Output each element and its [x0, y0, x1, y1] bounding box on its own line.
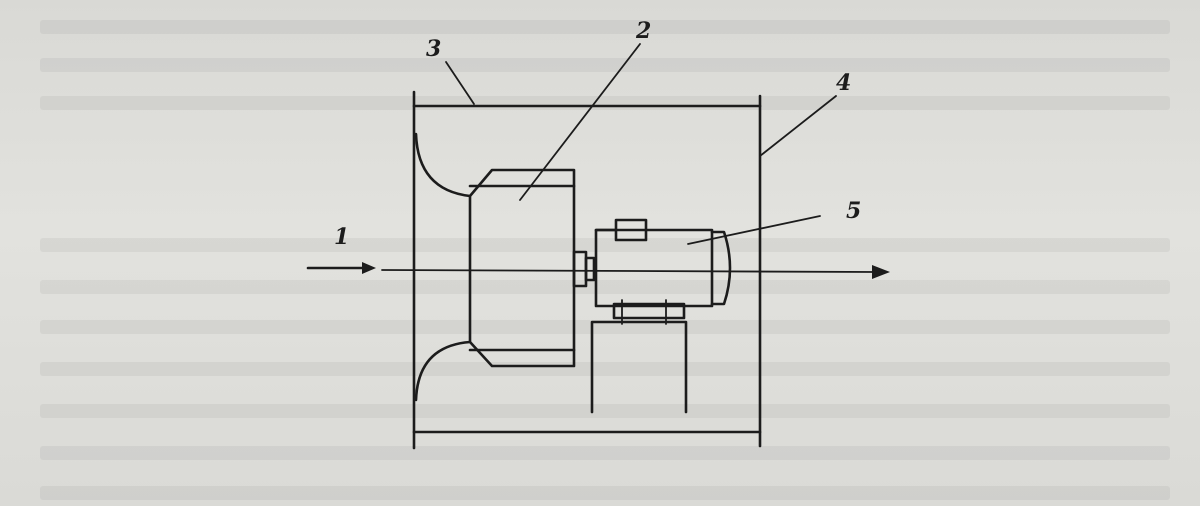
leader-casing: [445, 61, 475, 105]
label-inlet-flow: 1: [334, 224, 349, 250]
bleed-through-line: [40, 96, 1170, 110]
bleed-through-line: [40, 20, 1170, 34]
inlet-arrowhead: [362, 262, 376, 274]
leader-impeller: [519, 43, 641, 201]
motor-mount-foot: [612, 302, 686, 320]
bleed-through-line: [40, 486, 1170, 500]
leader-lines: [445, 43, 837, 245]
leader-flange: [759, 95, 837, 157]
motor-end-cap: [710, 230, 732, 306]
shaft-collar: [584, 256, 596, 282]
bleed-through-line: [40, 238, 1170, 252]
bleed-through-line: [40, 362, 1170, 376]
bellmouth-upper: [414, 132, 472, 198]
label-flange: 4: [836, 70, 851, 96]
outlet-arrowhead: [872, 265, 890, 279]
air-flow: [306, 262, 890, 279]
bleed-through-line: [40, 280, 1170, 294]
label-motor: 5: [846, 198, 861, 224]
bleed-through-line: [40, 320, 1170, 334]
bellmouth-lower: [414, 340, 472, 402]
bleed-through-line: [40, 58, 1170, 72]
flow-axis-line: [381, 269, 877, 273]
motor-body: [594, 228, 714, 308]
bleed-through-line: [40, 404, 1170, 418]
electric-motor: [590, 218, 732, 414]
leader-motor: [687, 215, 821, 245]
bleed-through-line: [40, 446, 1170, 460]
motor-support-stand: [590, 320, 688, 414]
label-impeller: 2: [635, 18, 651, 44]
hub-coupling: [572, 250, 588, 288]
impeller: [468, 168, 596, 368]
label-casing: 3: [426, 36, 441, 62]
impeller-body: [468, 168, 576, 368]
